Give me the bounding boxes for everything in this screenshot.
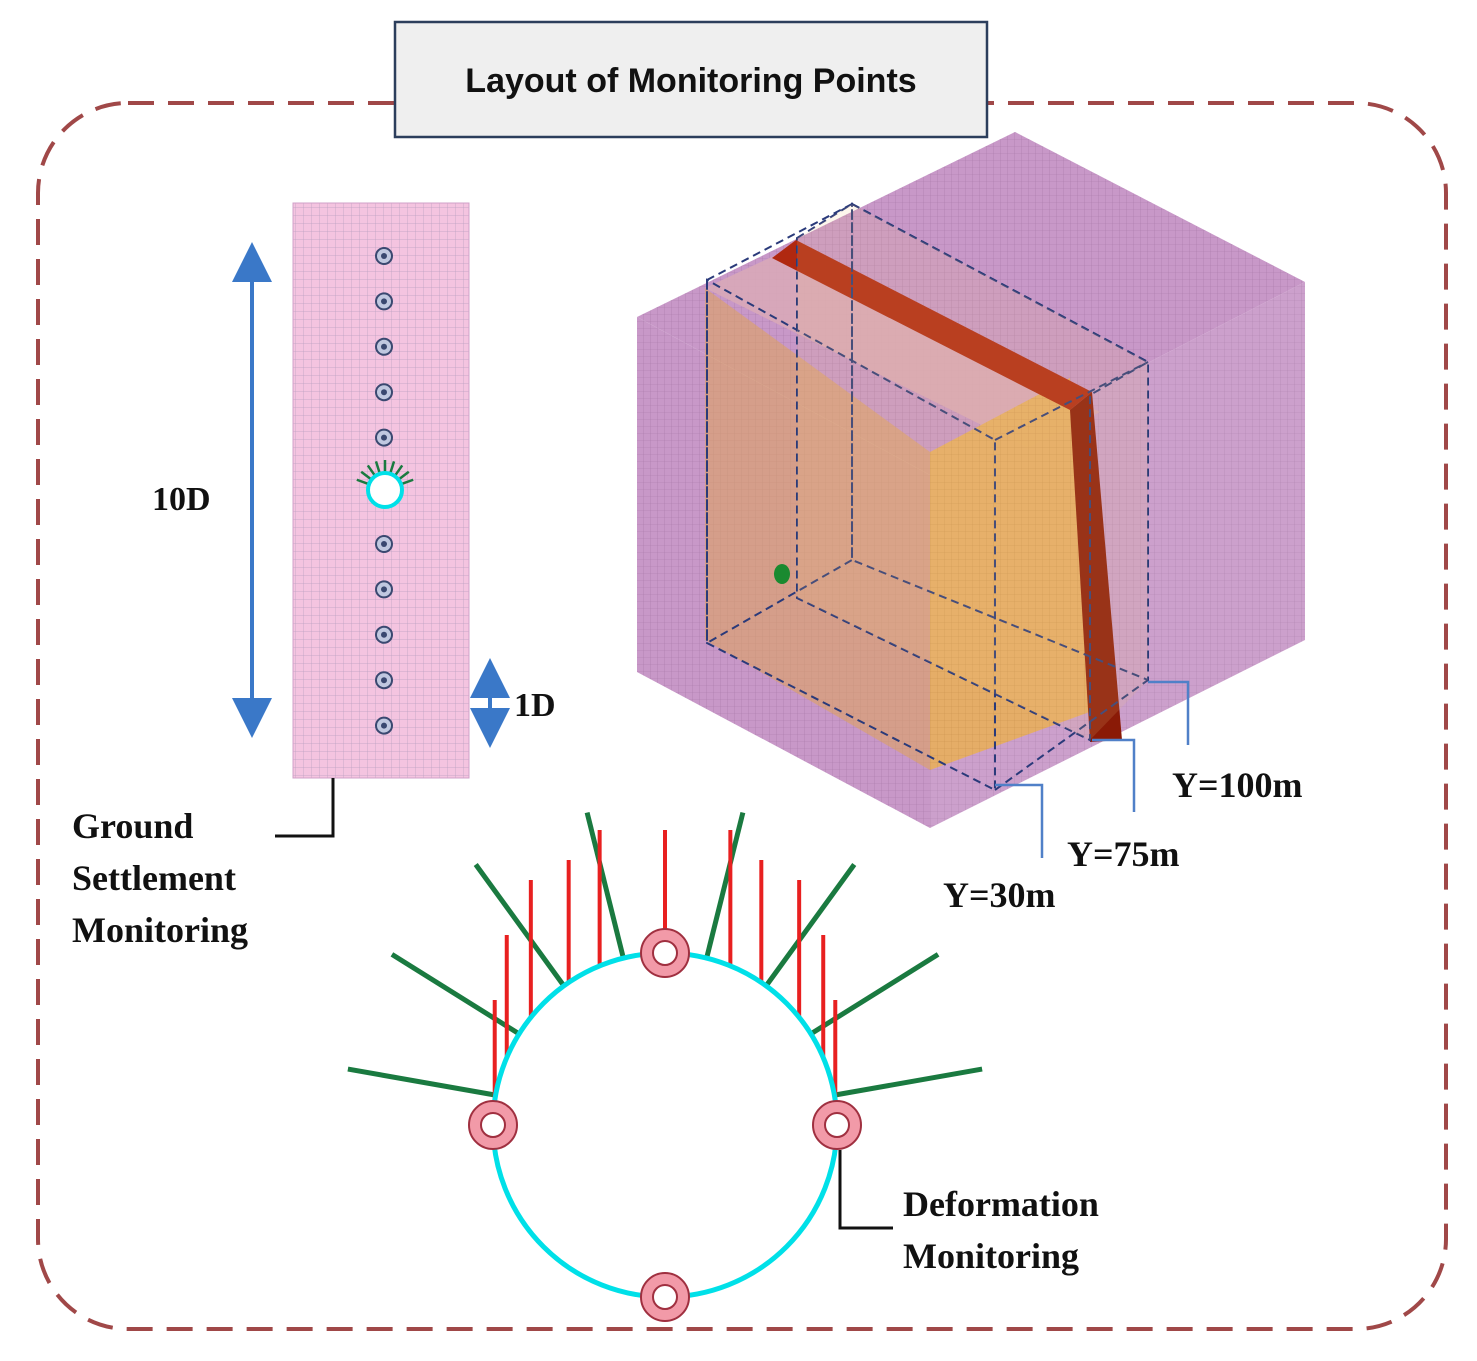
settlement-point	[375, 428, 393, 447]
section-label-y30: Y=30m	[943, 875, 1056, 915]
settlement-label-line1: Ground	[72, 806, 193, 846]
deformation-point	[812, 1100, 862, 1150]
settlement-points	[375, 247, 393, 735]
leader-y100	[1148, 680, 1190, 745]
plan-bolt	[360, 470, 373, 481]
settlement-point	[375, 383, 393, 402]
diagram-title: Layout of Monitoring Points	[465, 62, 916, 100]
rock-bolts	[347, 811, 983, 1101]
block-orange-side	[705, 288, 930, 770]
block-orange-face	[930, 378, 1095, 770]
deformation-points	[468, 928, 862, 1322]
ten-d-label: 10D	[152, 481, 211, 518]
tunnel-entrance	[774, 564, 790, 584]
plan-mesh-panel	[292, 202, 470, 779]
deformation-point	[640, 1272, 690, 1322]
radial-bolt	[704, 811, 746, 959]
plan-bolt	[400, 478, 414, 486]
radial-bolt	[473, 863, 566, 988]
settlement-point	[375, 580, 393, 599]
tunnel-cross-section	[347, 811, 983, 1322]
block-wedge-top	[705, 254, 1100, 448]
settlement-point	[375, 671, 393, 690]
settlement-point	[375, 247, 393, 265]
deformation-point	[468, 1100, 518, 1150]
plan-bolt	[388, 461, 396, 475]
plan-bolt	[374, 461, 382, 475]
plan-tunnel	[356, 460, 414, 509]
radial-bolt	[809, 952, 940, 1036]
deformation-leader-line	[838, 1150, 893, 1230]
deformation-label-line2: Monitoring	[903, 1236, 1079, 1276]
section-leaders	[995, 680, 1190, 858]
leader-y30	[995, 783, 1044, 858]
settlement-leader-line	[275, 778, 335, 838]
plan-bolt	[356, 478, 370, 486]
section-label-y75: Y=75m	[1067, 834, 1180, 874]
section-plane-y30-front	[706, 278, 996, 792]
title-box: Layout of Monitoring Points	[393, 20, 989, 139]
settlement-point	[375, 625, 393, 644]
settlement-point	[375, 292, 393, 311]
section-planes	[706, 202, 1151, 792]
radial-bolt	[833, 1066, 983, 1098]
radial-bolt	[390, 952, 521, 1036]
tunnel-lining	[490, 950, 840, 1300]
block-model-3d	[637, 132, 1305, 828]
settlement-point	[375, 337, 393, 356]
fault-zone-face	[1070, 392, 1122, 742]
radial-bolt	[347, 1066, 497, 1098]
deformation-label-line1: Deformation	[903, 1184, 1099, 1224]
section-label-y100: Y=100m	[1172, 765, 1303, 805]
settlement-label-line3: Monitoring	[72, 910, 248, 950]
plan-bolt	[393, 464, 404, 477]
plan-bolt	[397, 470, 410, 481]
section-plane-y30	[706, 202, 853, 645]
plan-bolt	[366, 464, 377, 477]
plan-bolts	[356, 460, 414, 486]
one-d-label: 1D	[514, 687, 556, 724]
radial-bolt	[764, 863, 857, 988]
deformation-point	[640, 928, 690, 978]
leader-y75	[1092, 738, 1136, 812]
settlement-point	[375, 716, 393, 735]
radial-bolt	[584, 811, 626, 959]
settlement-label-line2: Settlement	[72, 858, 236, 898]
settlement-point	[375, 535, 393, 553]
section-plane-y75	[796, 202, 1151, 742]
